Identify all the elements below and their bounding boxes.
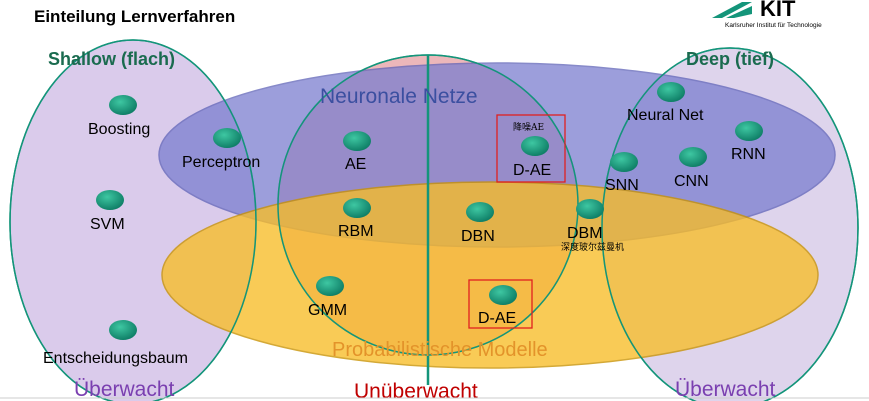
dbn-node — [466, 202, 494, 222]
perceptron-node — [213, 128, 241, 148]
dbm-node — [576, 199, 604, 219]
probabilistische-modelle-label: Probabilistische Modelle — [332, 339, 548, 361]
gmm-node — [316, 276, 344, 296]
cnn-label: CNN — [674, 173, 709, 190]
unueberwacht-label: Unüberwacht — [354, 380, 478, 401]
dae-top-highlight-box — [496, 114, 566, 183]
rnn-node — [735, 121, 763, 141]
slide-title: Einteilung Lernverfahren — [34, 7, 235, 26]
neuronale-netze-label: Neuronale Netze — [320, 85, 478, 108]
neural-net-label: Neural Net — [627, 107, 704, 124]
svm-node — [96, 190, 124, 210]
probabilistische-modelle-region — [161, 181, 819, 369]
rnn-label: RNN — [731, 146, 766, 163]
neural-net-node — [657, 82, 685, 102]
ueberwacht-right-label: Überwacht — [675, 378, 776, 401]
entscheidungsbaum-label: Entscheidungsbaum — [43, 350, 188, 367]
dae-top-node — [521, 136, 549, 156]
dbm-label: DBM — [567, 225, 603, 242]
deep-header: Deep (tief) — [686, 49, 774, 69]
kit-logo-word: KIT — [760, 0, 796, 21]
entscheidungsbaum-node — [109, 320, 137, 340]
rbm-node — [343, 198, 371, 218]
dbn-label: DBN — [461, 228, 495, 245]
kit-logo-caption: Karlsruher Institut für Technologie — [725, 22, 822, 29]
snn-node — [610, 152, 638, 172]
rbm-label: RBM — [338, 223, 374, 240]
ueberwacht-left-label: Überwacht — [74, 378, 175, 401]
shallow-outline — [9, 39, 257, 401]
dae-top-label: D-AE — [513, 162, 551, 179]
shallow-region — [9, 39, 257, 401]
dae-bottom-label: D-AE — [478, 310, 516, 327]
svm-label: SVM — [90, 216, 125, 233]
dae-bottom-highlight-box — [468, 279, 533, 329]
kit-logo: KIT Karlsruher Institut für Technologie — [712, 0, 822, 29]
ae-node — [343, 131, 371, 151]
cnn-node — [679, 147, 707, 167]
dae-bottom-node — [489, 285, 517, 305]
ae-label: AE — [345, 156, 366, 173]
perceptron-label: Perceptron — [182, 154, 260, 171]
deep-outline — [601, 47, 859, 401]
dbm-note-label: 深度玻尔兹曼机 — [561, 241, 624, 253]
boosting-node — [109, 95, 137, 115]
snn-label: SNN — [605, 177, 639, 194]
kit-logo-icon — [712, 2, 752, 18]
gmm-label: GMM — [308, 302, 347, 319]
boosting-label: Boosting — [88, 121, 150, 138]
dae-top-note-label: 降噪AE — [513, 121, 544, 133]
shallow-header: Shallow (flach) — [48, 49, 175, 69]
